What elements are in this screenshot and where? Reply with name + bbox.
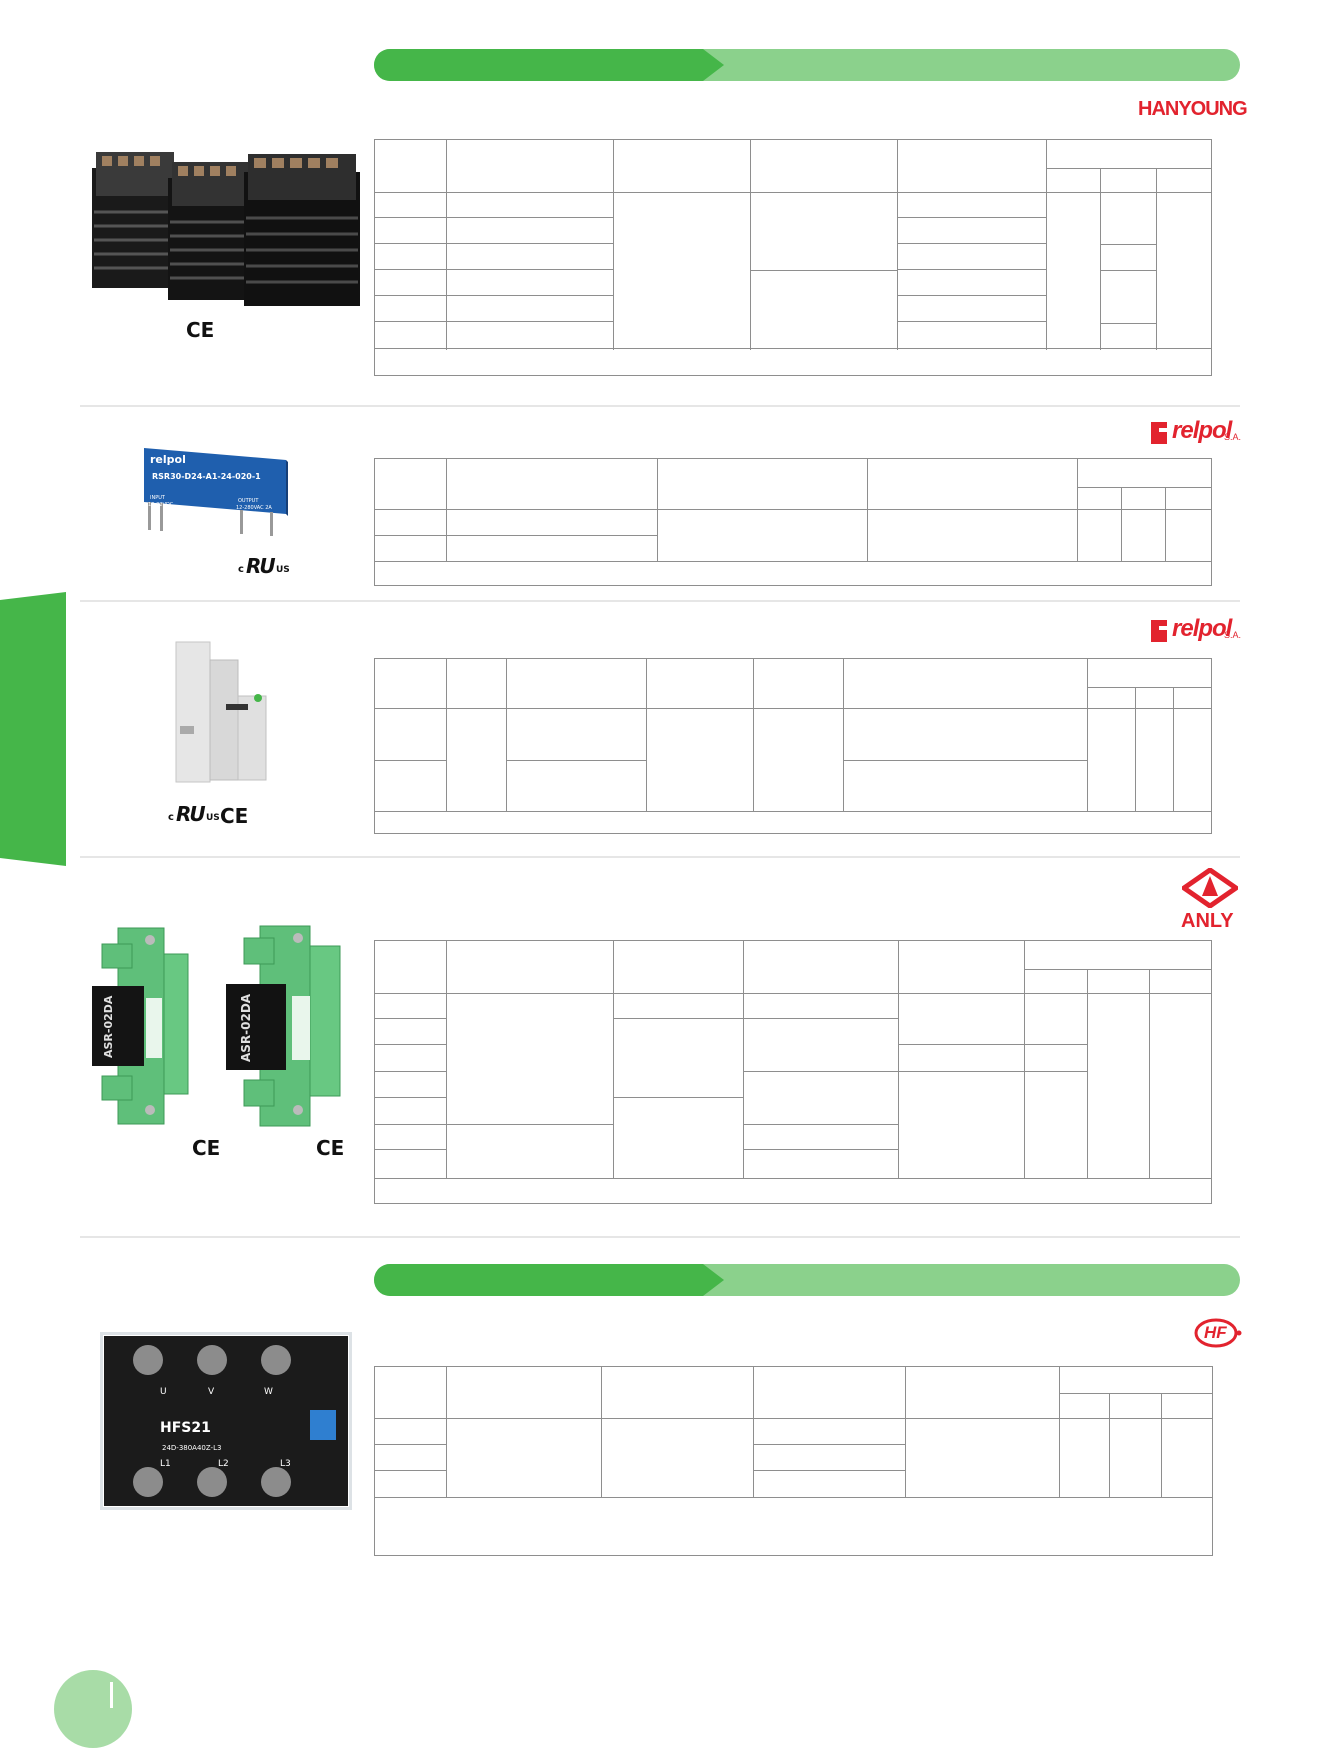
relpol-logo: relpol S.A. <box>1148 615 1242 646</box>
relpol-slim-socket-photo <box>175 641 267 783</box>
hf-terminal-u: U <box>160 1387 167 1397</box>
hf-sub-model: 24D-380A40Z-L3 <box>162 1444 221 1452</box>
anly-din-ssr-photo-b: ASR-02DA <box>226 925 341 1127</box>
anly-logo: ANLY <box>1180 868 1240 934</box>
band-dark <box>374 49 724 81</box>
hf-logo-text: HF <box>1204 1323 1227 1342</box>
spec-table-2 <box>374 458 1212 586</box>
anly-model-b: ASR-02DA <box>239 993 253 1062</box>
section-separator <box>80 856 1240 858</box>
relpol-label-input-value: 18-32VDC <box>148 502 174 508</box>
relpol-label-output-value: 12-280VAC 2A <box>236 505 272 511</box>
relpol-pcb-ssr-photo: relpol RSR30-D24-A1-24-020-1 INPUT 18-32… <box>144 448 288 536</box>
anly-logo-icon <box>1182 868 1238 908</box>
relpol-label-brand: relpol <box>150 453 186 466</box>
hf-terminal-v: V <box>208 1387 215 1397</box>
hf-3phase-ssr-photo: HFS21 24D-380A40Z-L3 U V W L1 L2 L3 <box>100 1332 352 1510</box>
spec-table-3 <box>374 658 1212 834</box>
page-number-marker <box>110 1682 113 1708</box>
cul-us-mark: c RU US <box>238 554 290 578</box>
section-separator <box>80 405 1240 407</box>
relpol-logo-text: relpol <box>1172 417 1232 444</box>
relpol-logo-text: relpol <box>1172 615 1232 642</box>
spec-table-5 <box>374 1366 1213 1556</box>
hf-terminal-l1: L1 <box>160 1459 171 1469</box>
ce-mark: CE <box>192 1136 221 1160</box>
section-heading-band <box>374 1264 1240 1296</box>
side-tab <box>0 592 66 866</box>
spec-table-4 <box>374 940 1212 1204</box>
relpol-logo-icon <box>1151 422 1167 444</box>
relpol-label-model: RSR30-D24-A1-24-020-1 <box>152 472 261 481</box>
ce-mark: CE <box>186 318 215 342</box>
section-heading-band <box>374 49 1240 81</box>
anly-din-ssr-photo-a: ASR-02DA <box>92 927 189 1125</box>
hf-terminal-l3: L3 <box>280 1459 291 1469</box>
relpol-logo-icon <box>1151 620 1167 642</box>
relpol-logo: relpol S.A. <box>1148 417 1242 448</box>
band-dark <box>374 1264 724 1296</box>
hf-terminal-w: W <box>264 1387 273 1397</box>
relpol-label-input-title: INPUT <box>150 495 166 501</box>
hf-logo-icon <box>1194 1318 1242 1348</box>
cul-us-ce-mark: c RU US CE <box>168 802 249 828</box>
hf-logo: HF <box>1194 1318 1242 1348</box>
relpol-logo-suffix: S.A. <box>1224 630 1242 640</box>
hanyoung-ssr-photo <box>92 152 360 306</box>
hanyoung-logo: HANYOUNG <box>1138 98 1248 120</box>
anly-logo-text: ANLY <box>1181 910 1234 932</box>
anly-model-a: ASR-02DA <box>102 995 115 1058</box>
relpol-label-output-title: OUTPUT <box>238 498 259 504</box>
section-separator <box>80 600 1240 602</box>
hf-terminal-l2: L2 <box>218 1459 229 1469</box>
hf-model: HFS21 <box>160 1420 211 1436</box>
section-separator <box>80 1236 1240 1238</box>
relpol-logo-suffix: S.A. <box>1224 432 1242 442</box>
ce-mark: CE <box>316 1136 345 1160</box>
spec-table-1 <box>374 139 1212 376</box>
page-number-circle <box>54 1670 132 1748</box>
